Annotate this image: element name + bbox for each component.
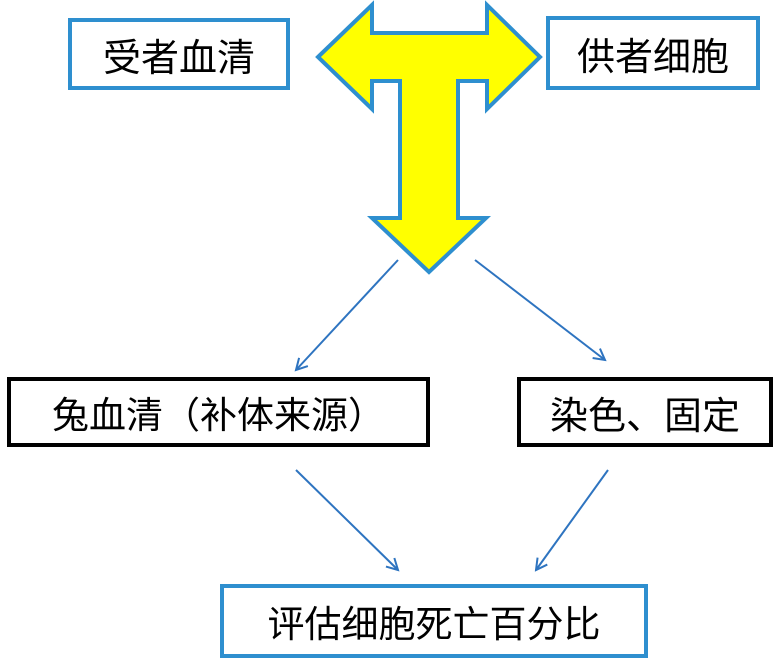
rabbit-serum-box: 兔血清（补体来源） xyxy=(7,377,430,447)
t-shaped-arrow xyxy=(315,0,543,275)
recipient-serum-label: 受者血清 xyxy=(102,35,255,80)
arrow-to-rabbit-serum xyxy=(296,259,399,370)
recipient-serum-box: 受者血清 xyxy=(68,18,290,90)
donor-cells-label: 供者细胞 xyxy=(576,34,729,79)
arrow-to-stain-fix xyxy=(474,259,605,360)
arrow-stain-to-evaluate xyxy=(536,469,609,570)
arrow-rabbit-to-evaluate xyxy=(295,469,398,570)
evaluate-cell-death-label: 评估细胞死亡百分比 xyxy=(267,603,601,646)
evaluate-cell-death-box: 评估细胞死亡百分比 xyxy=(220,584,648,658)
stain-fix-label: 染色、固定 xyxy=(549,393,740,438)
donor-cells-box: 供者细胞 xyxy=(546,16,760,90)
stain-fix-box: 染色、固定 xyxy=(517,377,773,447)
rabbit-serum-label: 兔血清（补体来源） xyxy=(52,394,385,437)
